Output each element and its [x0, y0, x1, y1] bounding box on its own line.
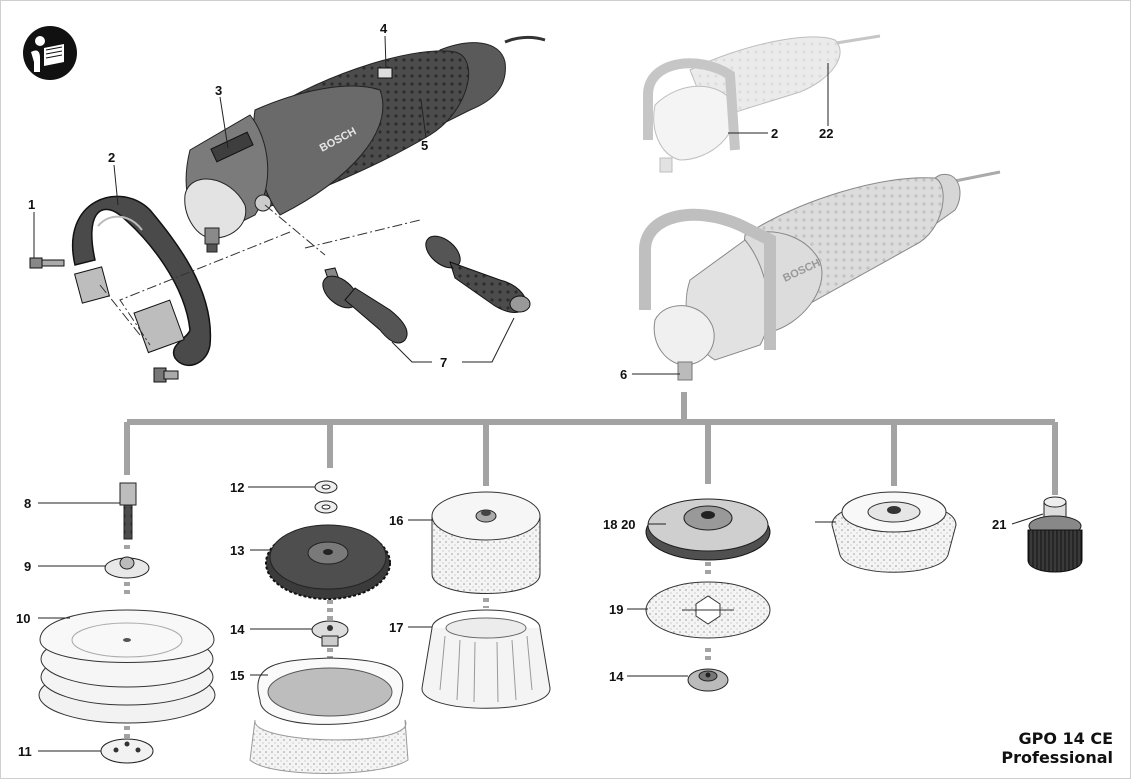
polisher-main-body: BOSCH	[184, 35, 546, 253]
label-6: 6	[620, 367, 627, 382]
label-5: 5	[421, 138, 428, 153]
assembly-lines	[99, 204, 421, 346]
label-4: 4	[380, 21, 388, 36]
cup-wheel	[831, 491, 957, 573]
polishing-sponge-10	[38, 609, 216, 724]
spindle-adapter	[119, 482, 137, 540]
product-name: GPO 14 CE Professional	[1001, 729, 1113, 767]
d-handle	[72, 195, 212, 367]
label-17: 17	[389, 620, 403, 635]
sanding-disc-19	[645, 581, 771, 639]
callout-labels: 1 2 3 4 5 6 7 8 9 10 11 12 13 14 15 16 1…	[16, 21, 1006, 759]
label-2: 2	[108, 150, 115, 165]
polishing-sponge-16	[431, 491, 541, 594]
label-18-20: 18 20	[603, 517, 636, 532]
lambswool-bonnet-15	[249, 657, 409, 774]
label-9: 9	[24, 559, 31, 574]
label-1: 1	[28, 197, 35, 212]
label-13: 13	[230, 543, 244, 558]
flange-11	[100, 738, 154, 764]
label-15: 15	[230, 668, 244, 683]
product-model: GPO 14 CE	[1018, 729, 1113, 748]
side-handle-long	[425, 235, 531, 313]
label-19: 19	[609, 602, 623, 617]
label-11: 11	[18, 744, 32, 759]
washers-12	[314, 480, 338, 514]
label-22: 22	[819, 126, 833, 141]
flange-nut-9	[104, 556, 150, 579]
product-line: Professional	[1001, 748, 1113, 767]
clamp-nut-14a	[311, 620, 349, 647]
leader-lines	[33, 35, 1044, 752]
wire-cup-brush-21	[1027, 496, 1083, 573]
label-16: 16	[389, 513, 403, 528]
lambswool-bonnet-17	[421, 609, 551, 709]
backing-pad-18-20	[645, 498, 771, 561]
accessory-connector-tree	[124, 392, 1058, 495]
label-2b: 2	[771, 126, 778, 141]
label-7: 7	[440, 355, 447, 370]
screw-bottom	[153, 367, 179, 383]
label-14b: 14	[609, 669, 624, 684]
screw-top	[29, 257, 65, 269]
label-10: 10	[16, 611, 30, 626]
label-12: 12	[230, 480, 244, 495]
clamp-nut-14b	[687, 668, 729, 692]
polisher-with-dhandle: BOSCH	[639, 170, 1001, 381]
label-21: 21	[992, 517, 1006, 532]
polisher-with-dhandle-faded	[643, 34, 881, 173]
accessory-dashes	[124, 545, 711, 742]
read-manual-icon	[23, 26, 77, 80]
backing-pad-13	[265, 524, 391, 600]
label-14a: 14	[230, 622, 245, 637]
label-3: 3	[215, 83, 222, 98]
side-handle-short	[322, 267, 408, 344]
label-8: 8	[24, 496, 31, 511]
